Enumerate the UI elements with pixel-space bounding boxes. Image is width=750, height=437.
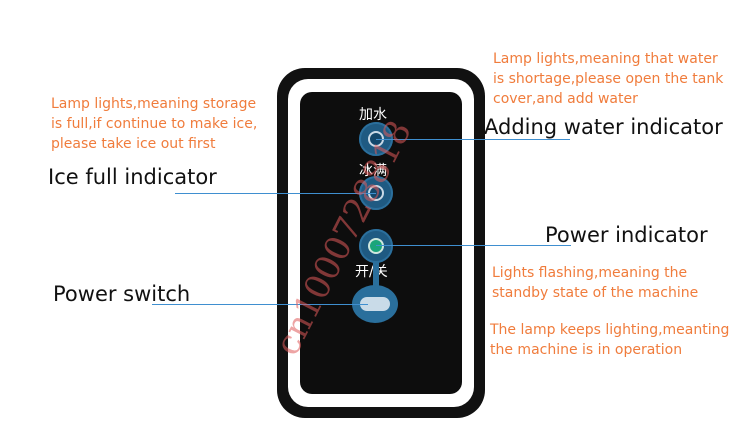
water-shortage-note: Lamp lights,meaning that water is shorta… [493, 51, 724, 107]
power-switch-leader-line [152, 304, 368, 305]
power-leader-line [376, 245, 571, 246]
power-indicator-title: Power indicator [545, 223, 708, 247]
adding-water-indicator-title: Adding water indicator [484, 115, 723, 139]
standby-note: Lights flashing,meaning the standby stat… [492, 265, 699, 301]
ice-full-indicator-title: Ice full indicator [48, 165, 217, 189]
add-water-label: 加水 [359, 107, 387, 123]
storage-full-note: Lamp lights,meaning storage is full,if c… [51, 96, 258, 152]
power-switch-title: Power switch [53, 282, 191, 306]
power-lamp-icon [359, 229, 393, 263]
operation-note: The lamp keeps lighting,meanting the mac… [490, 322, 730, 358]
ice-full-leader-line [175, 193, 376, 194]
on-off-label: 开/关 [355, 264, 388, 280]
ice-full-label: 冰满 [359, 163, 387, 179]
adding-water-leader-line [376, 139, 570, 140]
power-switch-stem [373, 261, 379, 291]
